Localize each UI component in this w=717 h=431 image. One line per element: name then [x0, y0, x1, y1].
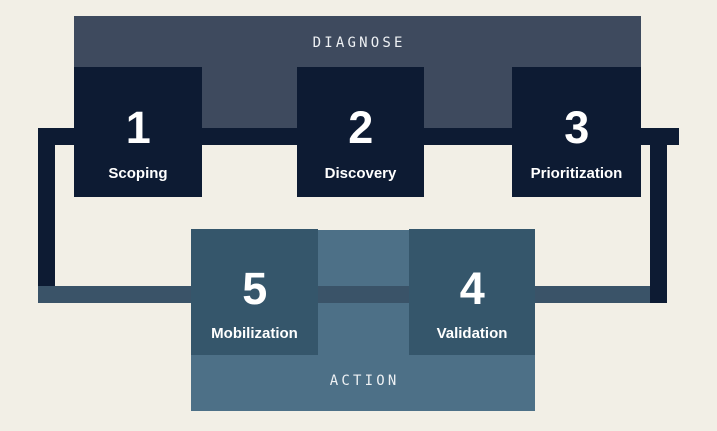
step-box-prioritization[interactable]: 3 Prioritization — [512, 67, 641, 197]
step-number-1: 1 — [125, 102, 151, 153]
step-label-discovery: Discovery — [324, 165, 397, 182]
connector-bottom-horizontal — [38, 286, 660, 303]
step-number-4: 4 — [459, 263, 485, 314]
step-box-scoping[interactable]: 1 Scoping — [74, 67, 202, 197]
connector-left-vertical — [38, 128, 55, 297]
step-box-discovery[interactable]: 2 Discovery — [297, 67, 424, 197]
step-box-validation[interactable]: 4 Validation — [409, 229, 535, 355]
step-number-5: 5 — [242, 263, 267, 314]
step-label-validation: Validation — [436, 325, 508, 342]
connector-right-vertical — [650, 128, 667, 303]
step-label-mobilization: Mobilization — [211, 325, 298, 342]
step-box-mobilization[interactable]: 5 Mobilization — [191, 229, 318, 355]
phase-label-action: ACTION — [329, 373, 400, 389]
step-label-prioritization: Prioritization — [530, 165, 623, 182]
phase-label-diagnose: DIAGNOSE — [312, 35, 406, 51]
step-number-2: 2 — [348, 102, 373, 153]
step-label-scoping: Scoping — [108, 165, 168, 182]
step-number-3: 3 — [564, 102, 589, 153]
